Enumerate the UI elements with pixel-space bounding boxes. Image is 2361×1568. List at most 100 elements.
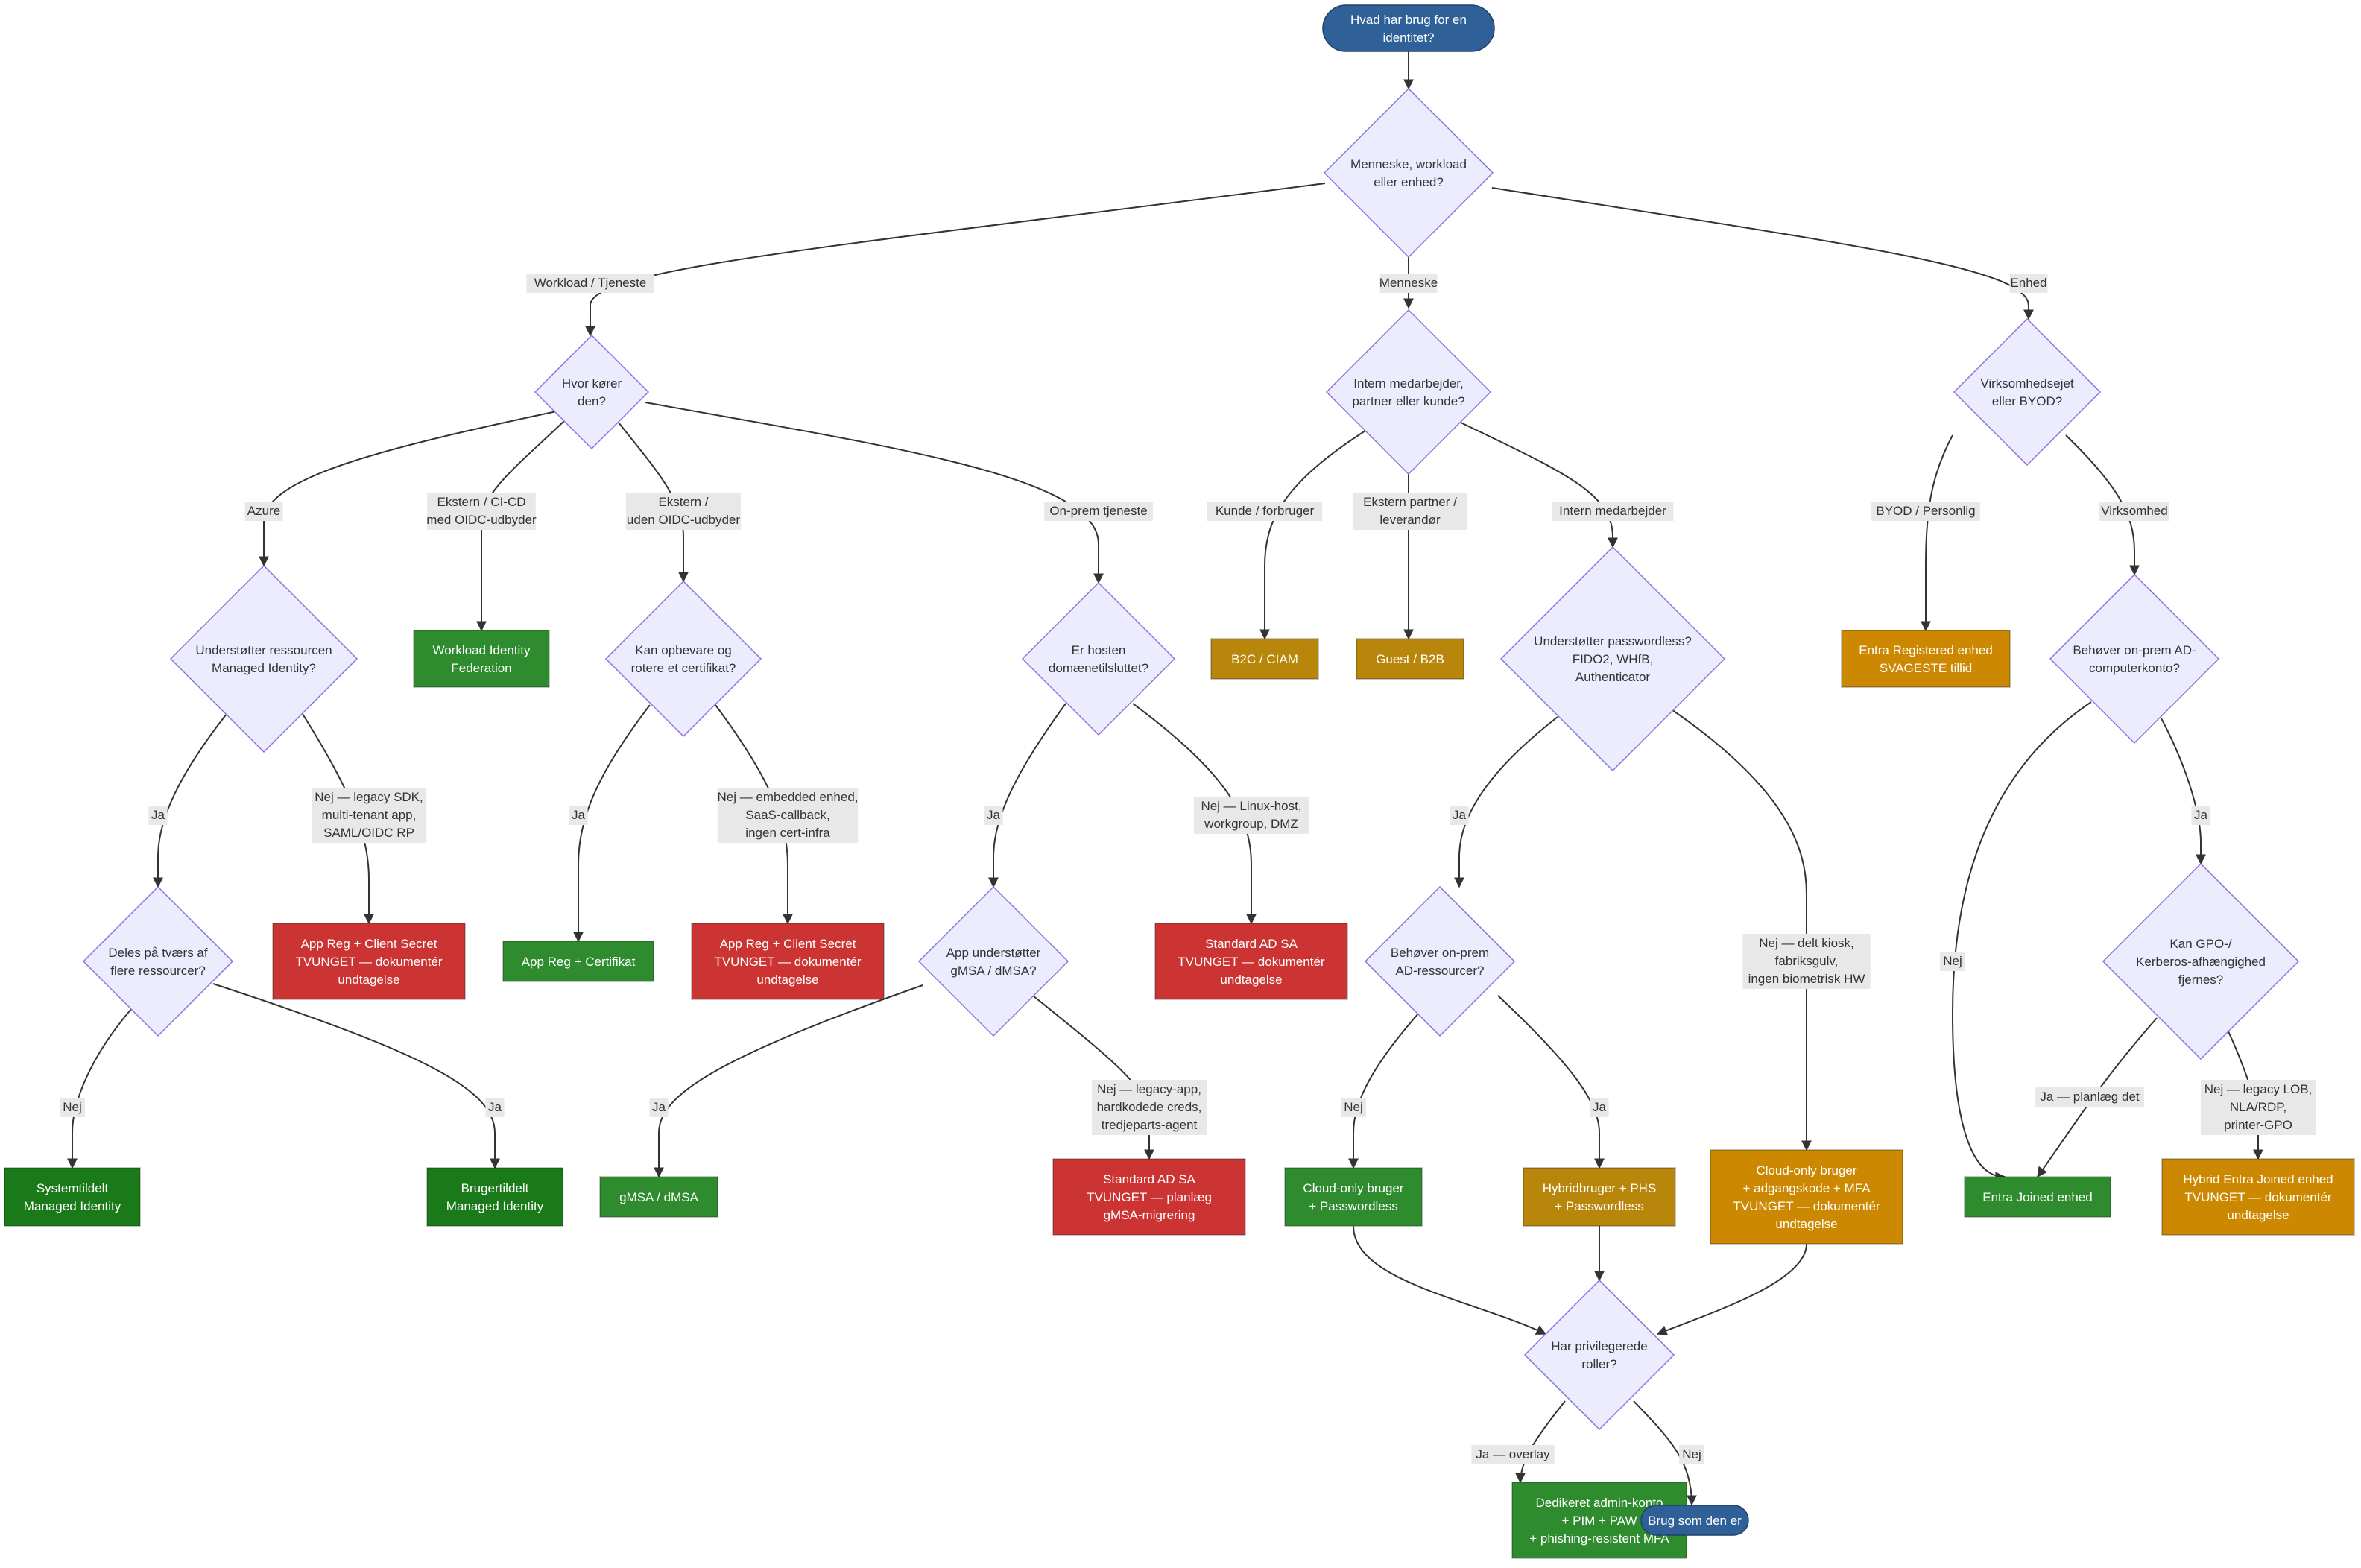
edge-label-line: Nej — Linux-host, xyxy=(1201,799,1301,813)
node-label-line: roller? xyxy=(1581,1357,1616,1371)
edge-label-line: Workload / Tjeneste xyxy=(534,276,647,290)
edge-label-text: Nej xyxy=(1943,954,1962,968)
edge-label-bg xyxy=(1341,1098,1366,1117)
node-r-entra-joined: Entra Joined enhed xyxy=(1964,1176,2111,1218)
decision-shape xyxy=(1499,546,1726,772)
edge-label-line: Kunde / forbruger xyxy=(1216,504,1315,518)
result-box xyxy=(599,1176,718,1218)
edge-label-line: Ekstern partner / xyxy=(1363,495,1457,509)
edge-label-gpo-ja: Ja — planlæg det xyxy=(2035,1087,2144,1107)
decision-shape xyxy=(1364,885,1516,1037)
node-label-line: undtagelse xyxy=(756,973,818,987)
edge-label-line: Ja xyxy=(987,808,1001,822)
node-r-cloud-pwless: Cloud-only bruger+ Passwordless xyxy=(1284,1167,1423,1227)
edge-label-bg xyxy=(1471,1445,1555,1464)
edge-label-text: Ja xyxy=(1453,808,1467,822)
node-label-line: fjernes? xyxy=(2178,973,2223,987)
node-label-line: TVUNGET — dokumentér xyxy=(1733,1199,1880,1213)
edge-label-bg xyxy=(984,806,1003,825)
node-label: Brug som den er xyxy=(1648,1514,1742,1528)
edge-label-line: Nej xyxy=(1943,954,1962,968)
edges-layer xyxy=(67,51,2263,1506)
edge-label-byod: BYOD / Personlig xyxy=(1871,502,1980,521)
node-label: Hybridbruger + PHS+ Passwordless xyxy=(1543,1181,1657,1213)
edge-label-priv-ja: Ja — overlay xyxy=(1471,1445,1555,1464)
edge-label-bg xyxy=(649,1098,669,1117)
node-label-line: + phishing-resistent MFA xyxy=(1529,1531,1669,1546)
edge-label-line: Ja xyxy=(488,1100,502,1114)
edge-label-onprem: On-prem tjeneste xyxy=(1044,502,1153,521)
node-label-line: + Passwordless xyxy=(1309,1199,1398,1213)
edge-type-device xyxy=(1491,187,2034,320)
edge-label-domain-nej: Nej — Linux-host, workgroup, DMZ xyxy=(1193,797,1309,834)
edge-label-line: ingen cert-infra xyxy=(745,826,830,840)
edge-label-line: Ekstern / xyxy=(658,495,708,509)
edge-mi-shared xyxy=(153,713,227,888)
node-label-line: SVAGESTE tillid xyxy=(1880,661,1972,675)
edge-label-mi-nej: Nej — legacy SDK,multi-tenant app,SAML/O… xyxy=(311,788,427,843)
node-label-line: gMSA / dMSA? xyxy=(950,964,1036,978)
node-label-line: Hybrid Entra Joined enhed xyxy=(2183,1172,2333,1186)
node-label-line: App Reg + Certifikat xyxy=(522,955,636,969)
edge-label-onprem-nej: Nej xyxy=(1341,1098,1366,1117)
edge-label-line: tredjeparts-agent xyxy=(1102,1118,1198,1132)
node-label-line: + PIM + PAW xyxy=(1561,1514,1637,1528)
node-label-line: rotere et certifikat? xyxy=(631,661,736,675)
node-label-line: FIDO2, WHfB, xyxy=(1573,652,1654,666)
node-q-pwless: Understøtter passwordless?FIDO2, WHfB,Au… xyxy=(1499,546,1726,772)
node-label-line: Understøtter passwordless? xyxy=(1534,634,1692,648)
edge-label-line: med OIDC-udbyder xyxy=(426,513,537,527)
edge-label-text: Ja xyxy=(652,1100,666,1114)
node-label-line: undtagelse xyxy=(2227,1208,2289,1222)
edge-label-line: Menneske xyxy=(1379,276,1438,290)
result-box xyxy=(1154,923,1348,1000)
edge-label-bg xyxy=(717,788,859,843)
edge-label-line: NLA/RDP, xyxy=(2230,1100,2286,1114)
edge-label-text: Nej xyxy=(1682,1447,1701,1461)
node-label: Understøtter passwordless?FIDO2, WHfB,Au… xyxy=(1534,634,1692,684)
edge-label-bg xyxy=(311,788,427,843)
edge-label-line: Nej xyxy=(63,1100,82,1114)
edge-label-onprem-ja: Ja xyxy=(1590,1098,1609,1117)
edge-where-azure xyxy=(259,409,564,567)
edge-label-text: Nej — delt kiosk,fabriksgulv,ingen biome… xyxy=(1748,936,1865,986)
edge-device-reg xyxy=(1921,434,1953,632)
edge-label-virksomhed: Virksomhed xyxy=(2099,502,2169,521)
edge-label-cert-ja: Ja xyxy=(569,806,588,825)
edge-label-line: workgroup, DMZ xyxy=(1204,817,1298,831)
edge-cloudpwd-priv xyxy=(1656,1243,1807,1335)
edge-label-text: Ekstern partner /leverandør xyxy=(1363,495,1457,527)
edge-label-text: Ja xyxy=(151,808,165,822)
node-label-line: Brugertildelt xyxy=(461,1181,529,1195)
node-label-line: Standard AD SA xyxy=(1205,937,1298,951)
edge-priv-admin xyxy=(1515,1400,1566,1484)
edge-staff-b2c xyxy=(1259,430,1366,640)
edge-label-line: Ja — planlæg det xyxy=(2040,1090,2140,1104)
edge-label-line: Nej — legacy-app, xyxy=(1097,1082,1201,1096)
edge-label-line: Ja xyxy=(2194,808,2208,822)
edge-label-line: Azure xyxy=(247,504,280,518)
edge-label-text: Ja xyxy=(2194,808,2208,822)
edge-label-bg xyxy=(569,806,588,825)
edge-label-shared-ja: Ja xyxy=(485,1098,505,1117)
edge-label-line: Nej — delt kiosk, xyxy=(1759,936,1854,950)
edge-label-bg xyxy=(148,806,168,825)
edge-label-line: Nej xyxy=(1344,1100,1363,1114)
